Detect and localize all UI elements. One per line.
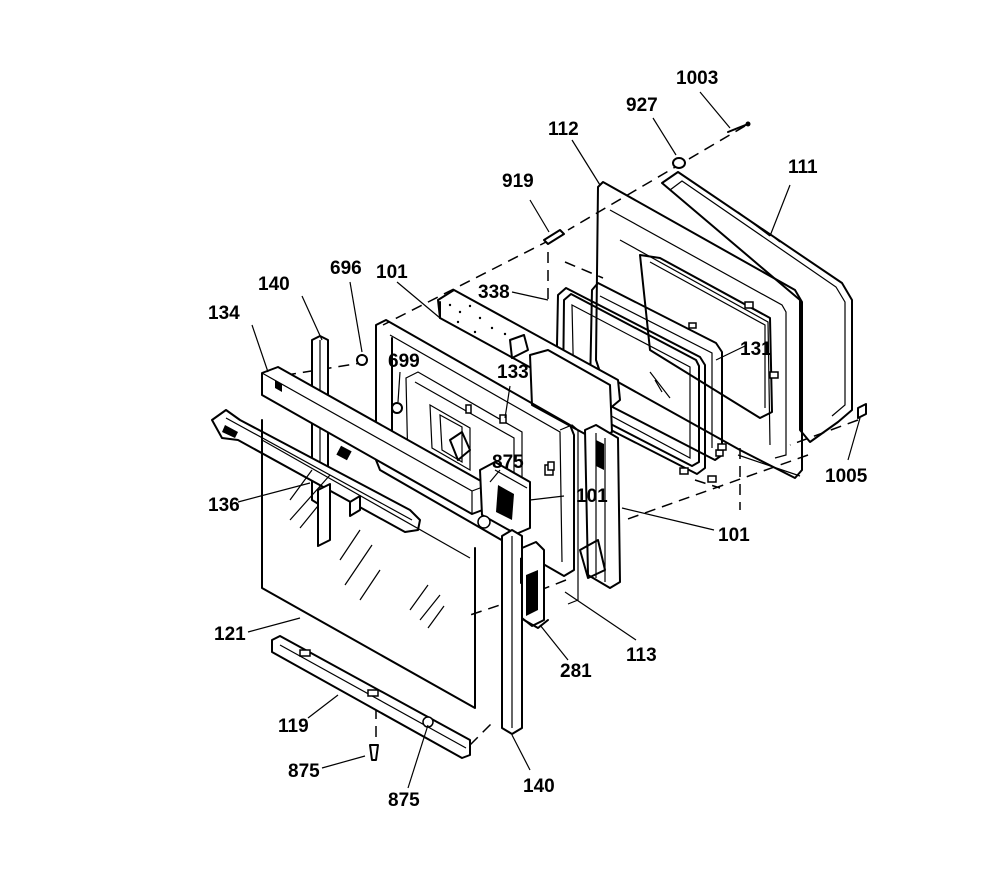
leader-lines (237, 91, 861, 789)
label-101-mid: 101 (576, 486, 608, 507)
label-1003: 1003 (676, 68, 718, 89)
door-frame-112 (595, 181, 803, 479)
part-number-labels: 1003 927 112 111 919 140 696 101 338 134… (208, 68, 868, 811)
label-875-screw: 875 (288, 761, 320, 782)
hinge-281 (521, 541, 549, 629)
label-919: 919 (502, 171, 534, 192)
label-133: 133 (497, 362, 529, 383)
insulation-101-back (437, 289, 621, 441)
label-121: 121 (214, 624, 246, 645)
label-136: 136 (208, 495, 240, 516)
label-696: 696 (330, 258, 362, 279)
outer-door-panel-111 (661, 171, 853, 443)
label-875-hinge: 875 (492, 452, 524, 473)
label-101-right: 101 (718, 525, 750, 546)
label-699: 699 (388, 351, 420, 372)
label-113: 113 (626, 645, 657, 666)
label-111: 111 (788, 157, 818, 178)
label-338: 338 (478, 282, 510, 303)
hinge-block-875 (477, 461, 531, 535)
label-131: 131 (740, 339, 772, 360)
label-140-bottom: 140 (523, 776, 555, 797)
label-281: 281 (560, 661, 592, 682)
label-134: 134 (208, 303, 240, 324)
label-119: 119 (278, 716, 309, 737)
label-101-top: 101 (376, 262, 408, 283)
label-1005: 1005 (825, 466, 868, 487)
hinge-channel-113 (559, 424, 621, 605)
bottom-trim-119 (271, 635, 471, 759)
hardware (356, 121, 867, 761)
label-112: 112 (548, 119, 579, 140)
label-927: 927 (626, 95, 658, 116)
outer-glass-121 (261, 419, 476, 709)
label-140-top: 140 (258, 274, 290, 295)
label-875-bottom: 875 (388, 790, 420, 811)
